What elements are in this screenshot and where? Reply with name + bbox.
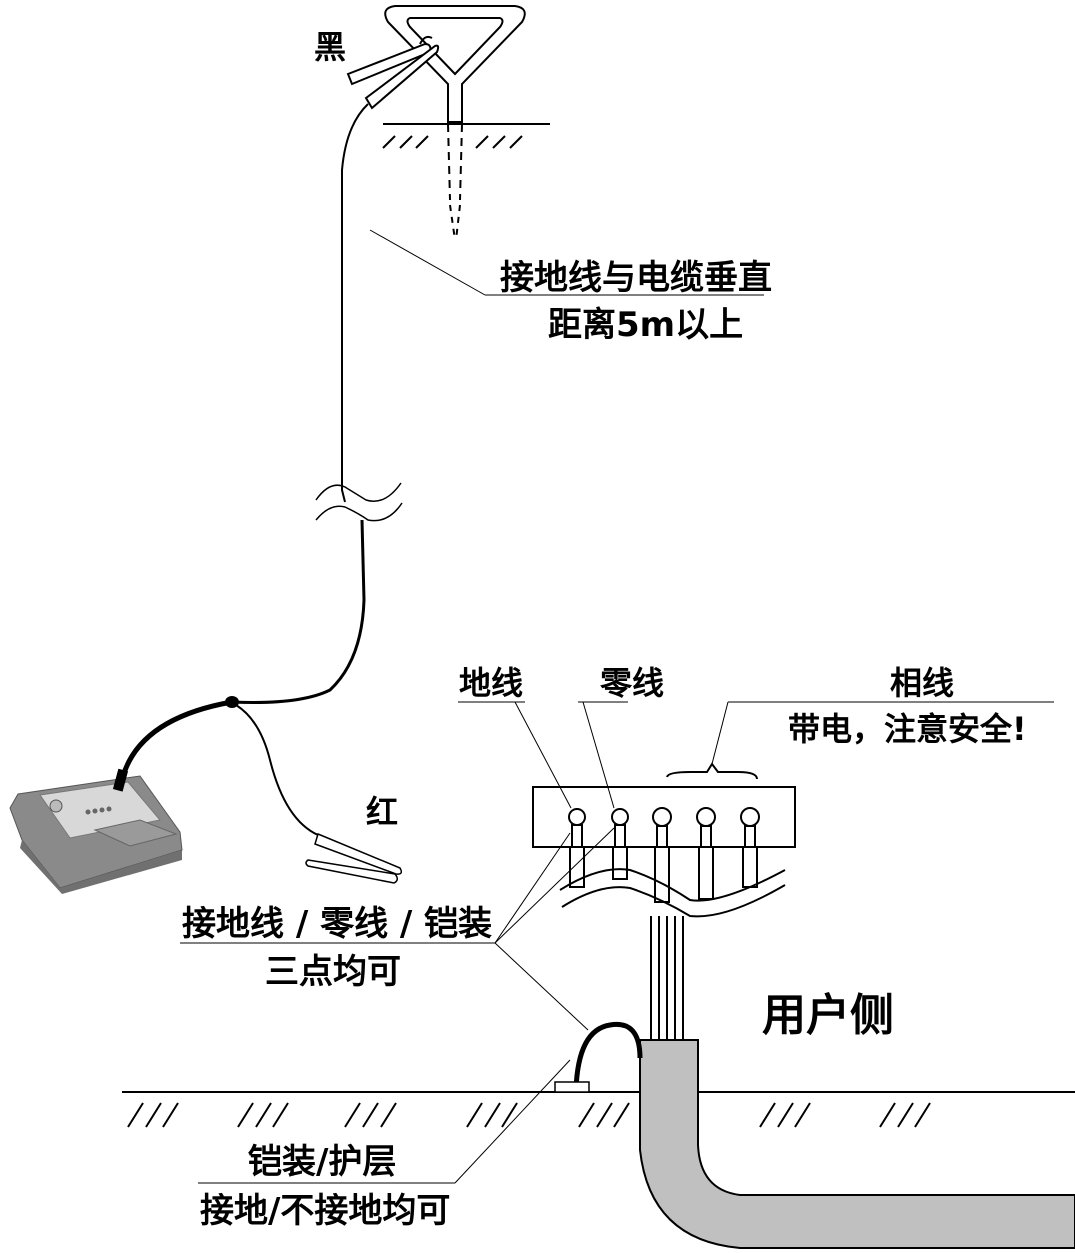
terminal-phase-2 <box>696 807 716 900</box>
top-ground-surface <box>382 123 550 149</box>
device-lead <box>112 699 233 792</box>
terminal-phase-1 <box>652 807 672 903</box>
tester-device <box>9 775 183 894</box>
terminal-neutral <box>611 808 629 880</box>
cable-conductors <box>650 916 684 1040</box>
black-cable <box>231 103 369 704</box>
underground-cable <box>639 1039 1075 1249</box>
cable-break-symbol <box>315 482 403 522</box>
red-lead <box>235 704 319 836</box>
black-clip-label: 黑 <box>314 28 346 66</box>
terminal-callouts <box>458 701 1054 809</box>
ground-stake <box>384 5 526 241</box>
stake-note-line2: 距离5m以上 <box>548 305 743 345</box>
stake-note-line1: 接地线与电缆垂直 <box>500 258 772 298</box>
armor-note-line1: 铠装/护层 <box>248 1142 396 1182</box>
terminal-ground <box>568 808 586 888</box>
armor-ground-lead <box>554 1021 643 1093</box>
bottom-ground-surface <box>122 1091 1075 1128</box>
user-side-label: 用户侧 <box>762 990 894 1041</box>
red-clip-label: 红 <box>366 793 398 831</box>
stake-callout <box>369 229 764 296</box>
phase-wire-label: 相线 <box>890 664 954 702</box>
cable-splitter <box>225 696 239 708</box>
wire-break-symbol <box>559 868 786 918</box>
clip-points-callout <box>180 827 615 1031</box>
ground-wire-label: 地线 <box>459 664 523 702</box>
phase-warning-label: 带电，注意安全! <box>788 710 1027 748</box>
black-clip <box>346 35 440 110</box>
armor-callout <box>198 1059 571 1184</box>
red-clip <box>305 832 403 884</box>
terminal-phase-3 <box>740 807 760 888</box>
neutral-wire-label: 零线 <box>600 664 664 702</box>
clip-points-line1: 接地线 / 零线 / 铠装 <box>182 904 492 944</box>
armor-note-line2: 接地/不接地均可 <box>200 1191 450 1231</box>
phase-bracket <box>666 762 758 780</box>
clip-points-line2: 三点均可 <box>265 952 401 992</box>
